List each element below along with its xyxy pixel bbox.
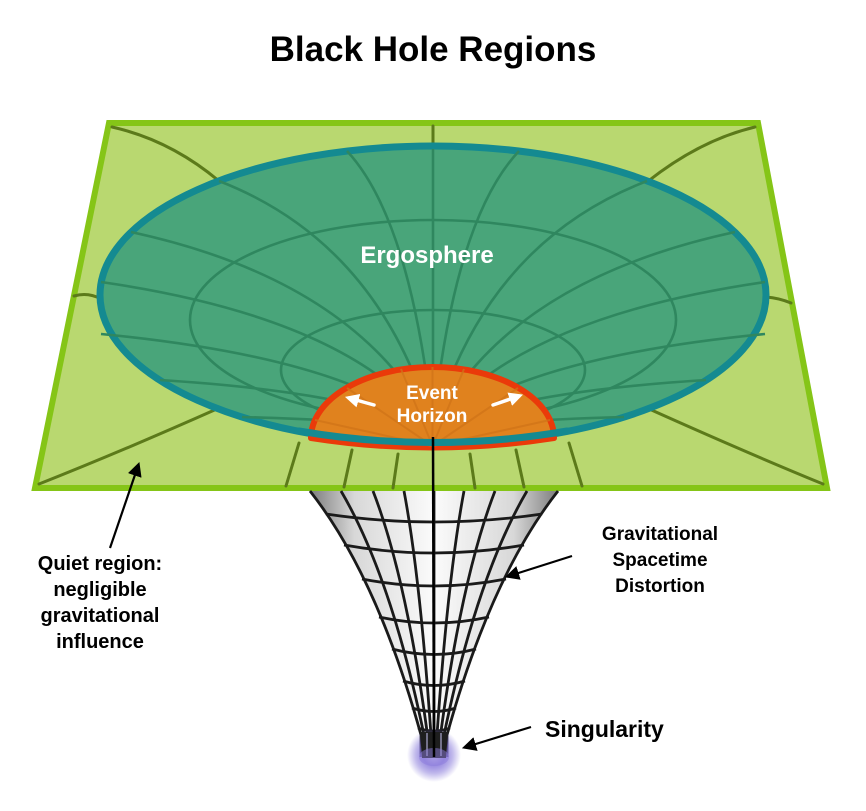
event-horizon-arrow-right [491, 392, 523, 407]
distortion-label: Gravitational Spacetime Distortion [601, 524, 719, 597]
ergosphere-label: Ergosphere [360, 242, 494, 269]
event-horizon-label: Event Horizon [396, 383, 468, 427]
plane-grid [37, 124, 825, 490]
singularity-label: Singularity [545, 716, 664, 742]
event-horizon-arrows [344, 392, 523, 408]
annotation-arrows [108, 461, 573, 751]
event-horizon-pointer-line [431, 436, 436, 758]
distortion-arrow [504, 554, 573, 580]
quiet-region-label: Quiet region: negligible gravitational i… [37, 553, 163, 653]
singularity-arrow [461, 725, 532, 751]
event-horizon-arrow-left [344, 393, 376, 408]
quiet-region-arrow [108, 461, 142, 549]
page-title: Black Hole Regions [269, 30, 597, 69]
